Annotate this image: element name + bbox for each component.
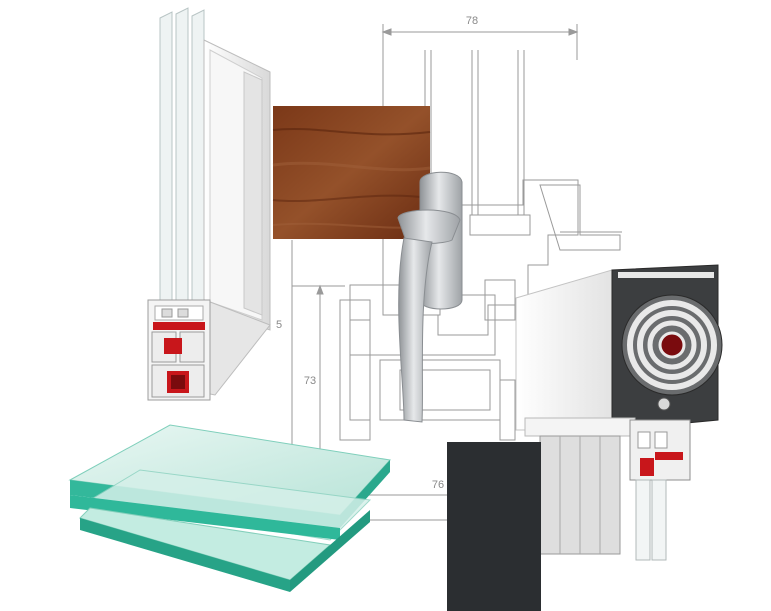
pvc-window-profile bbox=[147, 7, 271, 401]
dimension-label-bottom: 76 bbox=[432, 479, 444, 491]
red-gasket bbox=[153, 322, 205, 330]
dimension-label-top: 78 bbox=[466, 15, 478, 27]
window-handle bbox=[397, 171, 463, 423]
dimension-arrows-top bbox=[381, 28, 579, 36]
glass-panes-sample bbox=[68, 424, 391, 592]
dimension-label-side: 5 bbox=[276, 319, 282, 331]
anthracite-color-sample bbox=[447, 442, 541, 611]
roller-shutter-box bbox=[515, 264, 723, 561]
dimension-label-left: 73 bbox=[304, 375, 316, 387]
